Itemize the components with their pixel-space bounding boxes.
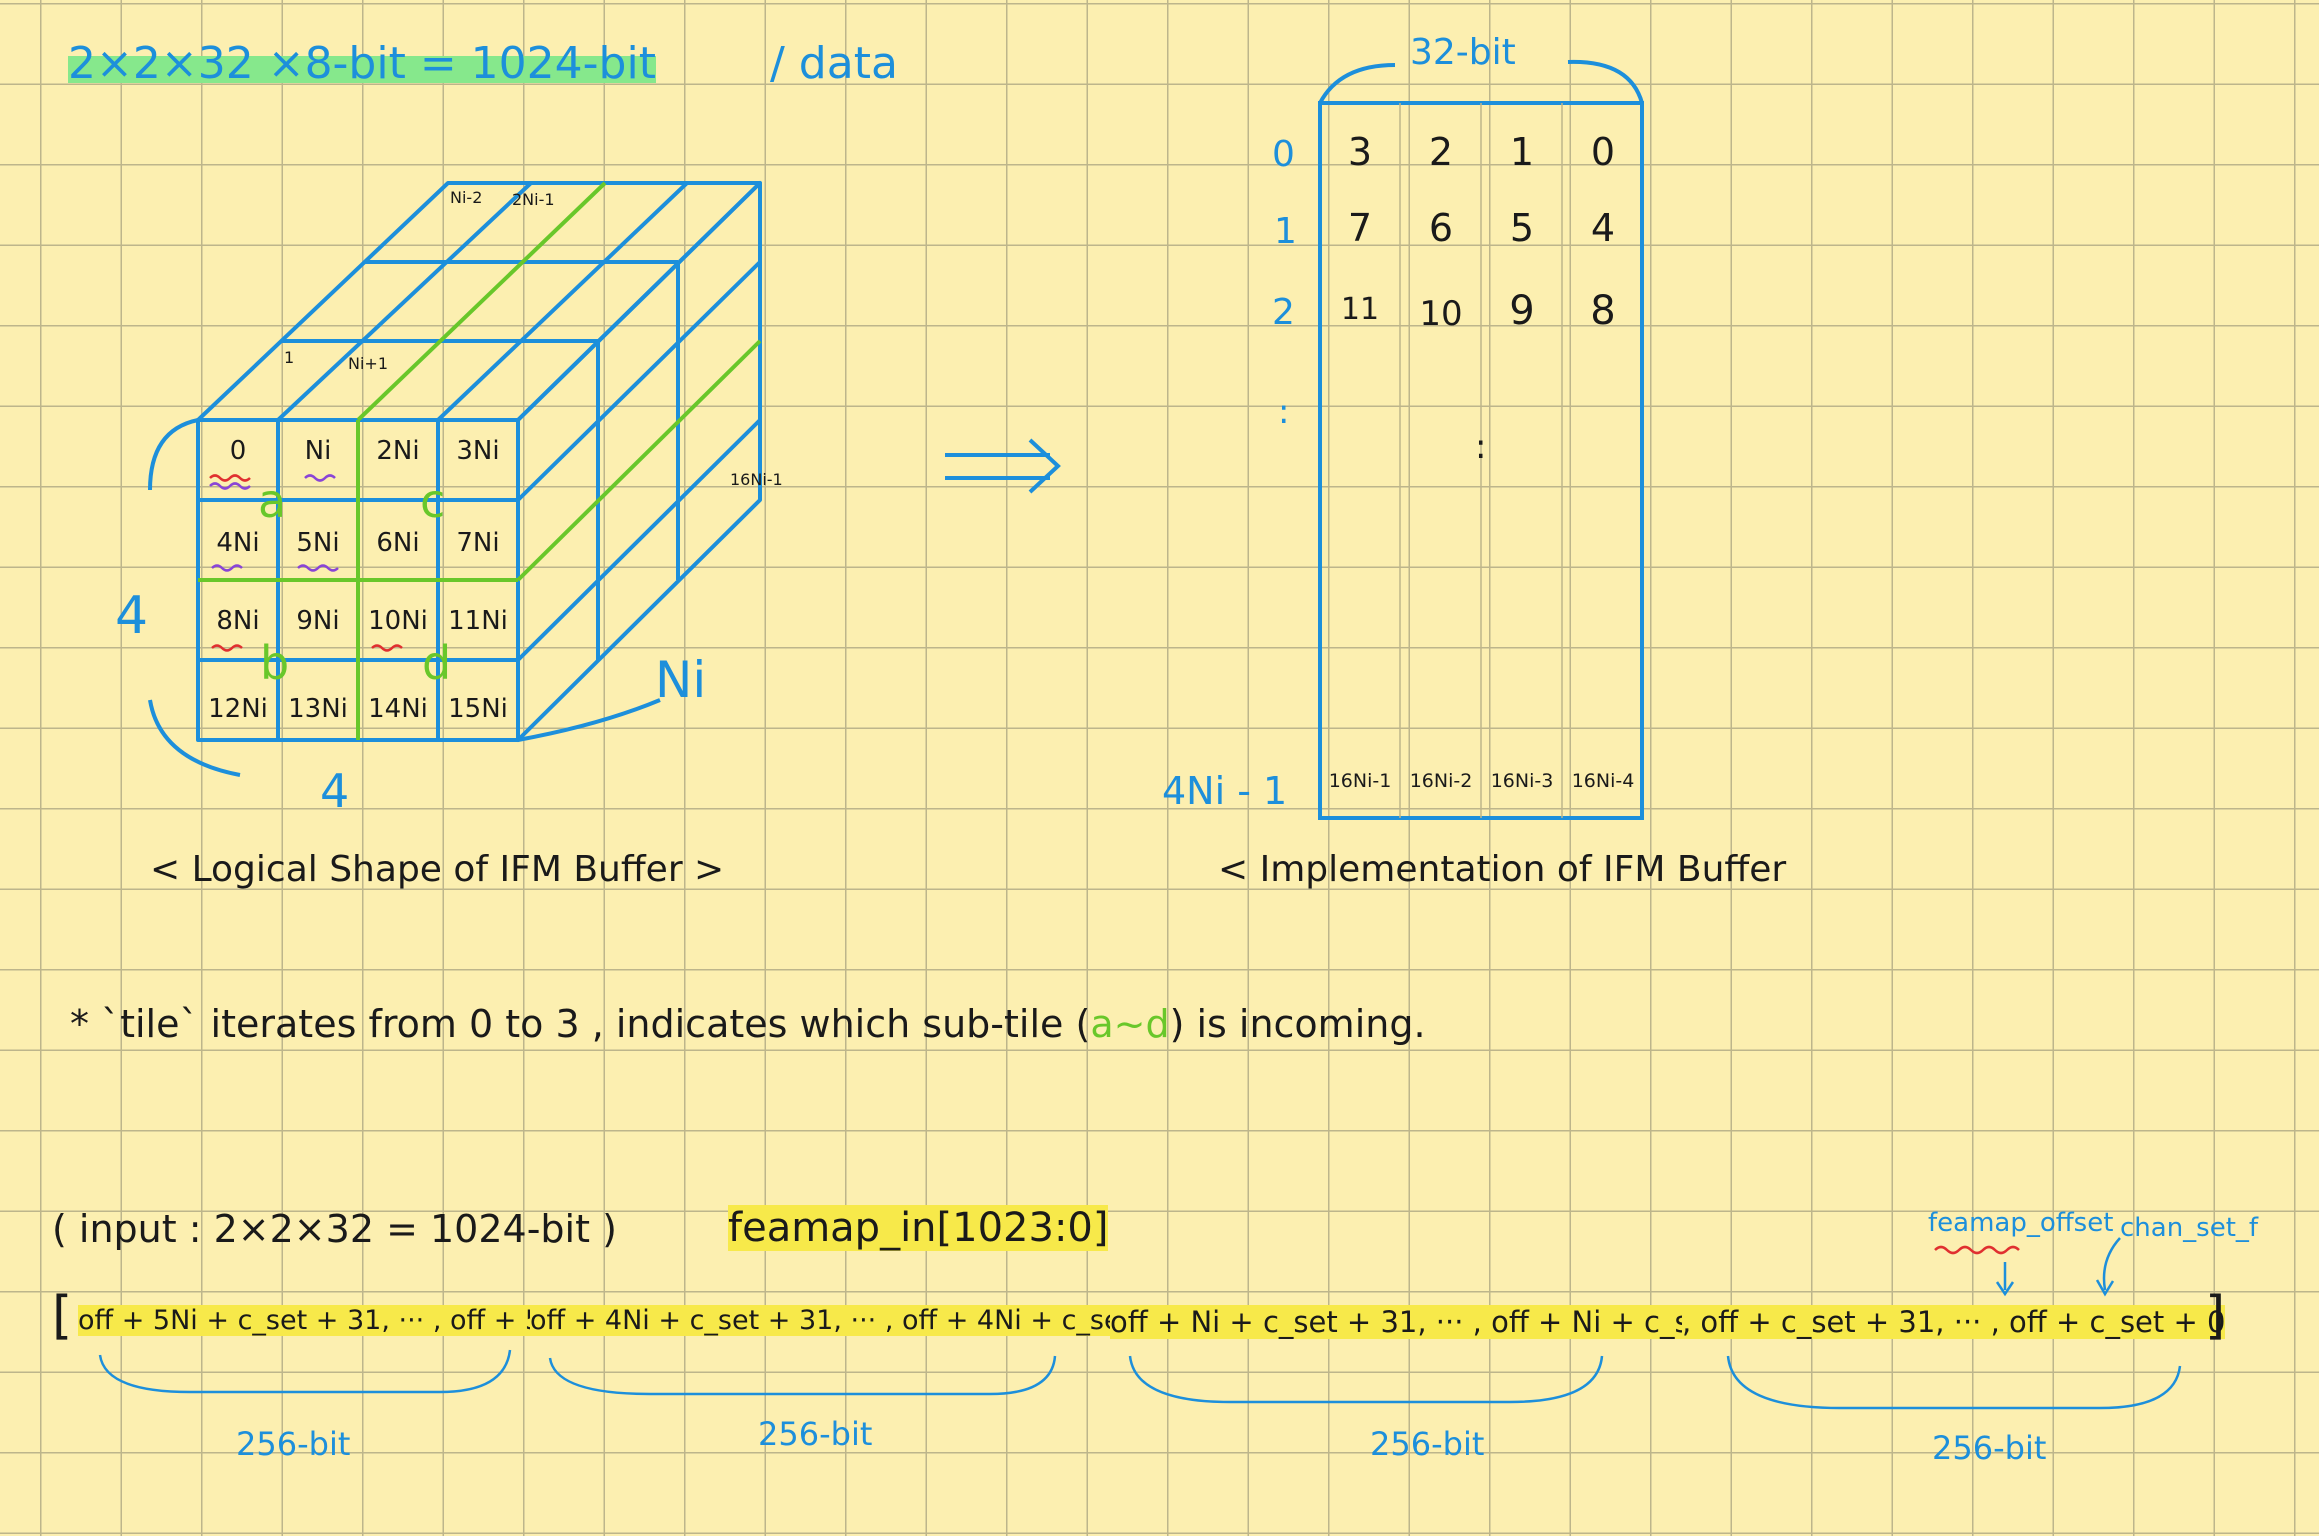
data-size-formula: 2×2×32 ×8-bit = 1024-bit (68, 38, 656, 89)
buffer-cell: 1 (1509, 130, 1535, 174)
open-bracket: [ (52, 1286, 73, 1346)
front-cell: 6Ni (376, 528, 420, 558)
row-index: 2 (1272, 292, 1295, 333)
buffer-middle-dots: : (1475, 427, 1487, 467)
buffer-cell: 0 (1590, 130, 1616, 174)
front-cell: 3Ni (456, 436, 500, 466)
front-cell: 4Ni (216, 528, 260, 558)
side-label: 16Ni-1 (730, 470, 783, 489)
signal-name: feamap_in[1023:0] (728, 1205, 1109, 1251)
buffer-cell: 4 (1590, 206, 1616, 250)
subtile-label-d: d (422, 636, 452, 690)
formula-text: 2×2×32 ×8-bit = 1024-bit (68, 38, 656, 89)
segment-brace-1 (98, 1349, 512, 1394)
segment-brace-3 (1128, 1355, 1604, 1404)
subtile-label-a: a (258, 474, 287, 528)
dimension-depth: Ni (655, 651, 707, 709)
buffer-last-cell: 16Ni-1 (1328, 770, 1392, 792)
front-cell: 0 (229, 436, 247, 466)
front-cell: 5Ni (296, 528, 340, 558)
transform-arrow (945, 438, 1061, 494)
front-cell: 15Ni (448, 694, 508, 724)
input-segment: off + 4Ni + c_set + 31, ··· , off + 4Ni … (530, 1305, 1197, 1336)
annotation-offset: feamap_offset (1928, 1208, 2114, 1238)
width-brace-left (1318, 63, 1396, 104)
segment-bits-label: 256-bit (236, 1425, 351, 1463)
buffer-last-cell: 16Ni-3 (1490, 770, 1554, 792)
top-label: 1 (284, 348, 295, 367)
buffer-cell: 7 (1347, 206, 1373, 250)
signal-name-text: feamap_in[1023:0] (728, 1205, 1109, 1251)
buffer-cell: 6 (1428, 206, 1454, 250)
data-suffix: / data (770, 38, 898, 89)
height-brace (148, 418, 199, 491)
subtile-label-c: c (420, 474, 446, 528)
annotation-chan-set: chan_set_f (2120, 1213, 2259, 1243)
depth-brace (517, 698, 661, 742)
buffer-cell: 8 (1590, 288, 1616, 334)
row-index-dots: : (1278, 392, 1290, 432)
front-cell: Ni (304, 436, 332, 466)
buffer-last-cell: 16Ni-2 (1409, 770, 1473, 792)
buffer-last-cell: 16Ni-4 (1571, 770, 1635, 792)
segment-bits-label: 256-bit (1932, 1429, 2047, 1467)
front-cell: 10Ni (368, 606, 428, 636)
tile-note-prefix: * `tile` iterates from 0 to 3 , indicate… (70, 1002, 1091, 1046)
dimension-height: 4 (115, 586, 149, 646)
tile-note-suffix: ) is incoming. (1169, 1002, 1426, 1046)
front-cell: 13Ni (288, 694, 348, 724)
row-index-last: 4Ni - 1 (1162, 769, 1288, 813)
width-brace-right (1567, 59, 1644, 104)
buffer-cell: 3 (1347, 130, 1373, 174)
close-bracket: ] (2205, 1286, 2226, 1346)
input-segment: off + Ni + c_set + 31, ··· , off + Ni + … (1110, 1305, 1780, 1339)
row-index: 0 (1272, 134, 1295, 175)
top-label: Ni-2 (450, 188, 483, 207)
front-cell: 8Ni (216, 606, 260, 636)
tile-note: * `tile` iterates from 0 to 3 , indicate… (70, 1005, 1426, 1043)
buffer-width-label: 32-bit (1410, 32, 1516, 73)
logical-shape-caption: < Logical Shape of IFM Buffer > (150, 849, 725, 890)
input-label: ( input : 2×2×32 = 1024-bit ) (52, 1207, 617, 1251)
segment-bits-label: 256-bit (1370, 1425, 1485, 1463)
front-cell: 14Ni (368, 694, 428, 724)
tile-note-highlight: a~d (1090, 1002, 1170, 1046)
width-brace (148, 699, 241, 777)
buffer-cell: 11 (1340, 292, 1380, 327)
front-cell: 12Ni (208, 694, 268, 724)
front-cell: 11Ni (448, 606, 508, 636)
buffer-cell: 9 (1509, 288, 1535, 334)
top-label: 2Ni-1 (512, 190, 555, 209)
row-index: 1 (1274, 211, 1297, 252)
front-cell: 7Ni (456, 528, 500, 558)
segment-brace-4 (1726, 1355, 2182, 1410)
segment-bits-label: 256-bit (758, 1415, 873, 1453)
input-segment: , off + c_set + 31, ··· , off + c_set + … (1682, 1305, 2226, 1339)
buffer-cell: 5 (1509, 206, 1535, 250)
segment-brace-2 (548, 1355, 1057, 1396)
subtile-label-b: b (260, 636, 290, 690)
front-cell: 2Ni (376, 436, 420, 466)
top-label: Ni+1 (348, 354, 388, 373)
front-cell: 9Ni (296, 606, 340, 636)
dimension-width: 4 (320, 764, 350, 818)
implementation-caption: < Implementation of IFM Buffer (1218, 849, 1787, 890)
buffer-cell: 10 (1419, 294, 1463, 334)
buffer-cell: 2 (1428, 130, 1454, 174)
